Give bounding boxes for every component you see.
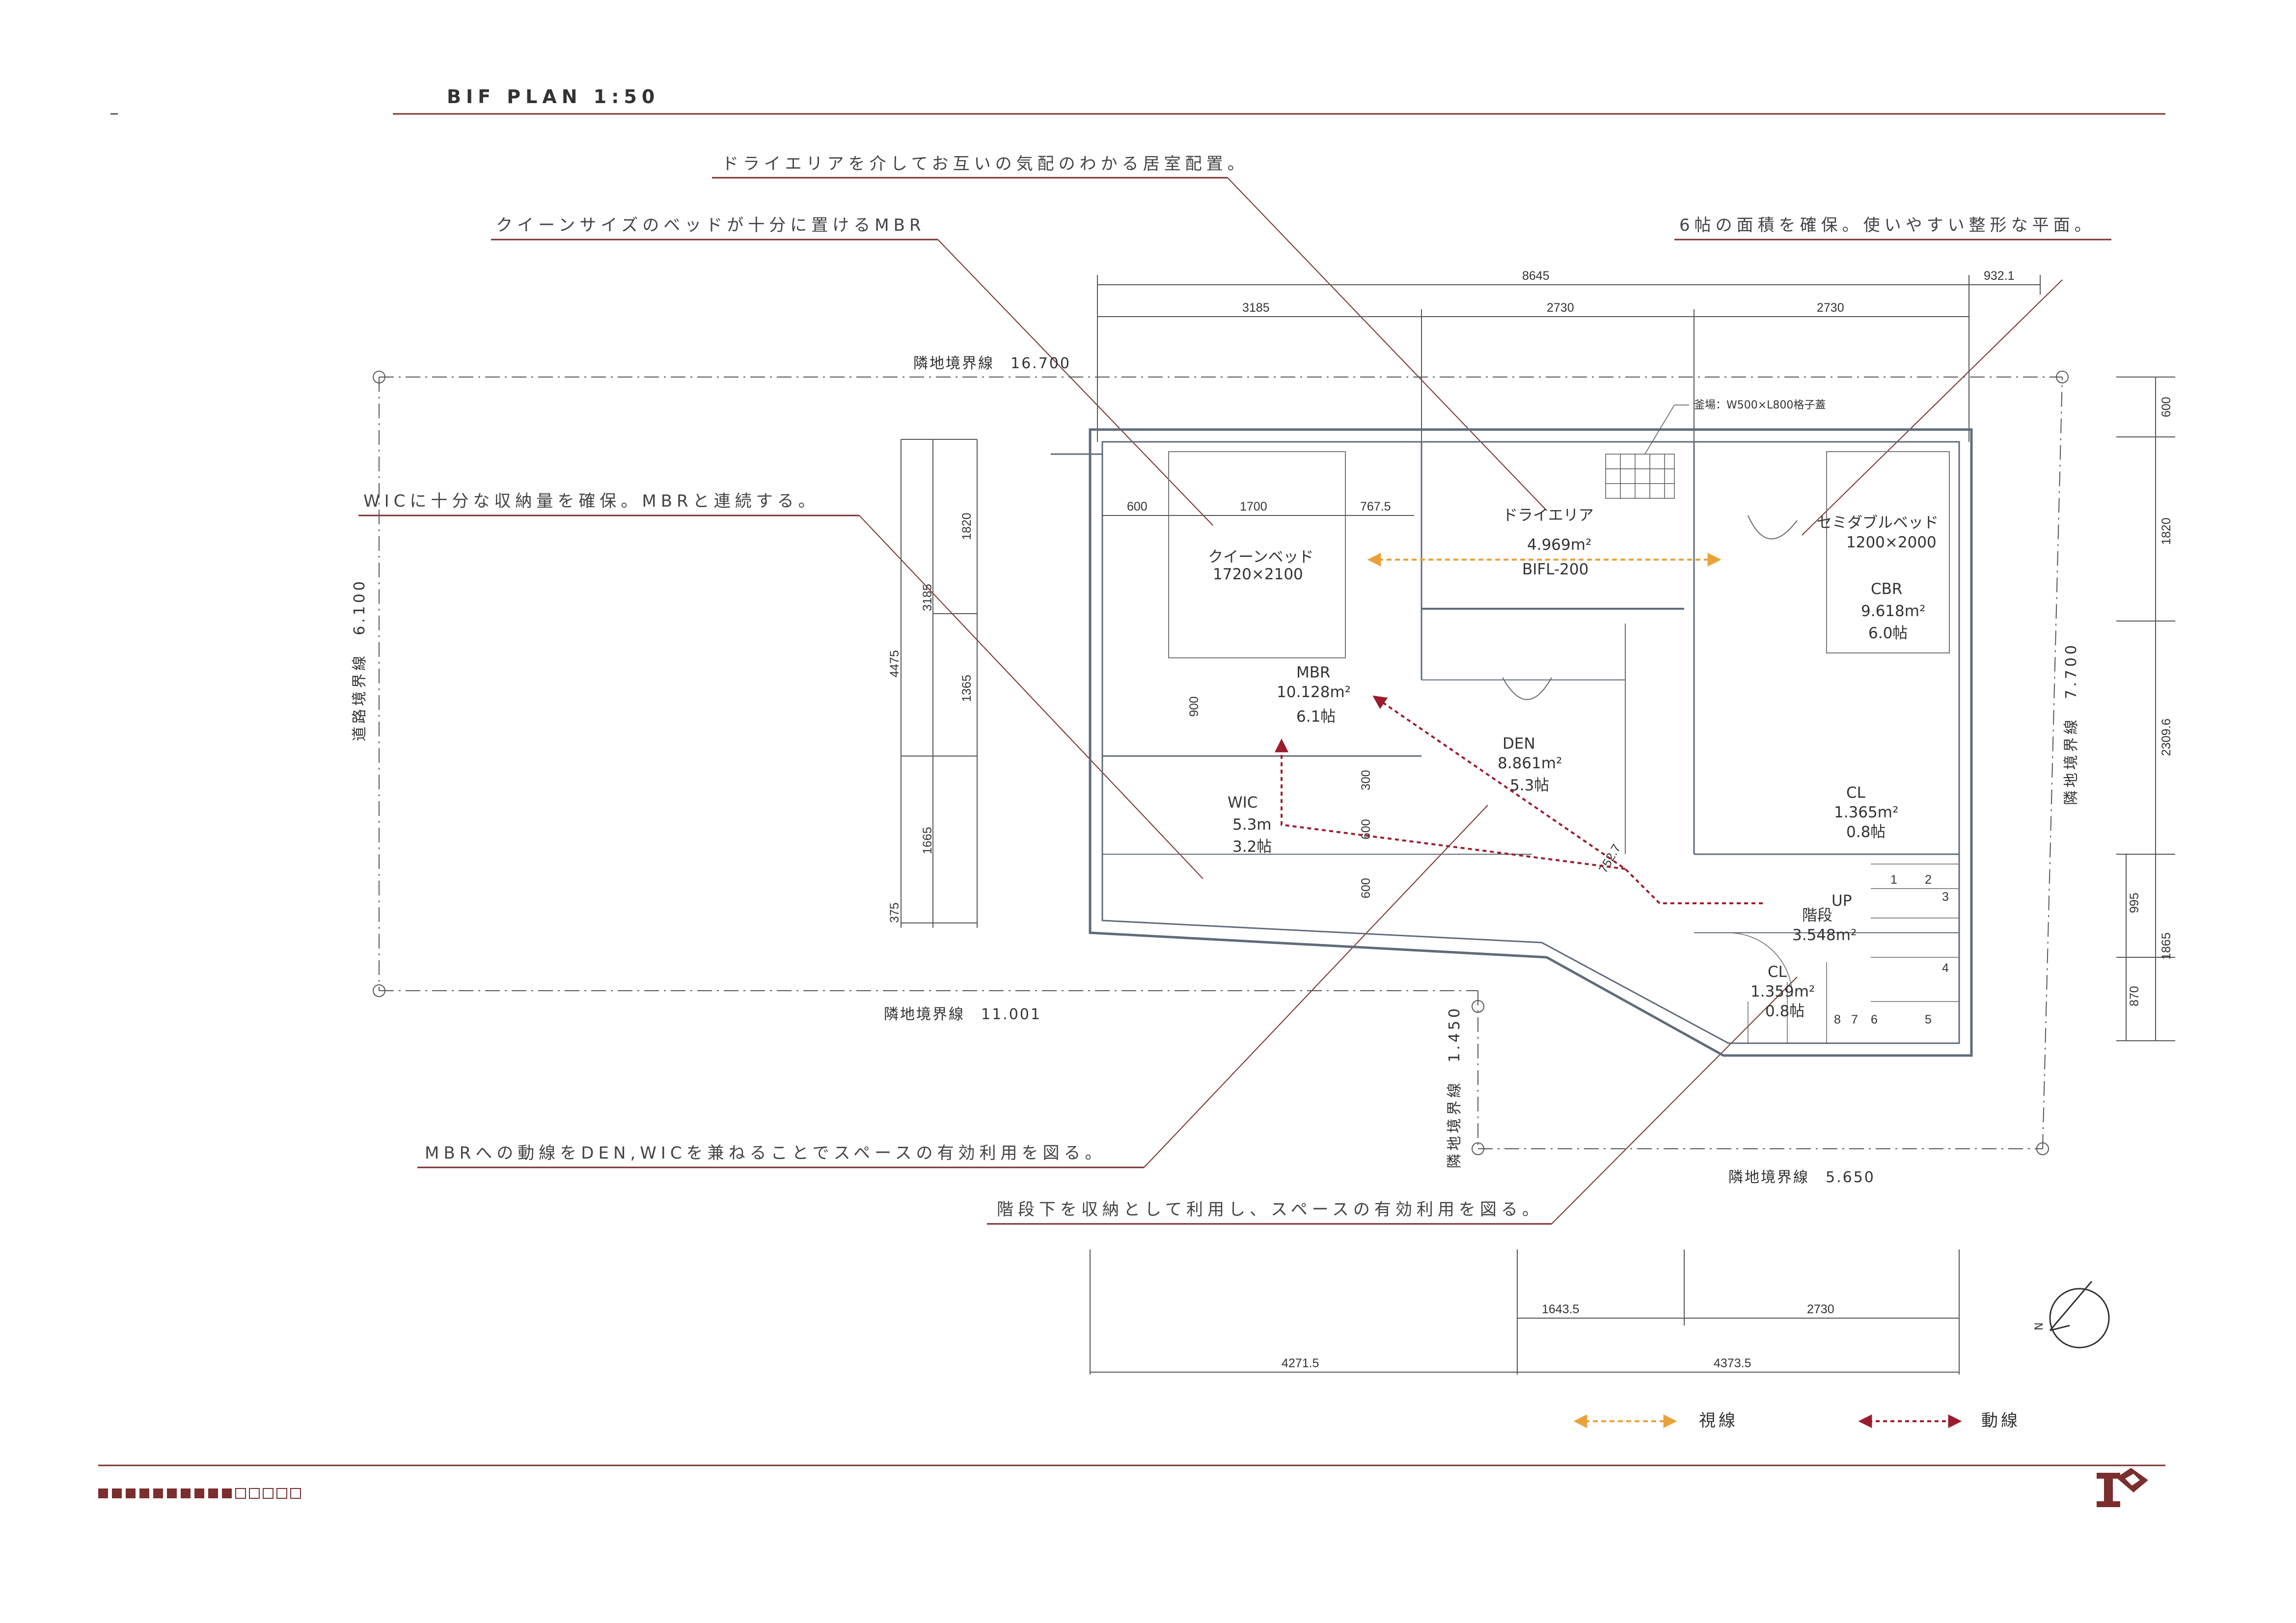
dim-right-2309: 2309.6 [2159, 719, 2173, 756]
left-dimensions [901, 439, 978, 928]
stair-treads [1728, 864, 1959, 1043]
room-cbr: CBR [1871, 580, 1902, 598]
north-label: N [2033, 1323, 2046, 1330]
legend-sight-label: 視線 [1699, 1411, 1738, 1431]
dim-right-600: 600 [2159, 397, 2173, 417]
note-circulation: MBRへの動線をDEN,WICを兼ねることでスペースの有効利用を図る。 [425, 1143, 1106, 1163]
room-mbr-area: 10.128m² [1277, 683, 1351, 701]
semi-double-bed-shape [1826, 451, 1950, 653]
legend-circulation-label: 動線 [1981, 1411, 2021, 1431]
stair-num: 6 [1871, 1013, 1878, 1027]
boundary-top: 隣地境界線 16.700 [913, 355, 1071, 372]
dim-top-1: 3185 [1242, 301, 1270, 315]
queen-bed-size: 1720×2100 [1213, 566, 1303, 583]
dim-left-1365: 1365 [960, 675, 974, 702]
stair-num: 8 [1834, 1013, 1841, 1027]
stair-num: 5 [1925, 1013, 1932, 1027]
room-den-area: 8.861m² [1498, 755, 1562, 772]
semi-double-bed-size: 1200×2000 [1846, 534, 1937, 551]
queen-bed-label: クイーンベッド [1208, 548, 1313, 566]
grating [1605, 405, 1689, 499]
bottom-dimensions [1090, 1249, 1960, 1375]
dim-in-900: 900 [1187, 696, 1201, 717]
room-cl-upper-tatami: 0.8帖 [1846, 823, 1886, 841]
stair-num: 4 [1942, 961, 1949, 975]
dim-right-1865: 1865 [2159, 932, 2173, 960]
cbr-chair [1748, 515, 1798, 540]
room-cl-lower-area: 1.359m² [1750, 983, 1815, 1001]
dim-left-1820: 1820 [960, 513, 974, 540]
dim-bot-4373: 4373.5 [1714, 1356, 1751, 1370]
boundary-markers [373, 371, 2069, 1155]
page-title: BIF PLAN 1:50 [447, 86, 659, 108]
stair-num: 7 [1851, 1013, 1858, 1027]
room-wic: WIC [1228, 794, 1257, 812]
dim-bot-1643: 1643.5 [1542, 1302, 1579, 1316]
page-indicator [98, 1488, 301, 1499]
den-chair [1502, 677, 1552, 700]
room-cbr-tatami: 6.0帖 [1868, 624, 1908, 642]
dim-in-600b: 600 [1359, 878, 1373, 898]
dim-top-total: 8645 [1522, 269, 1550, 283]
semi-double-bed-label: セミダブルベッド [1817, 514, 1939, 532]
dim-right-1820: 1820 [2159, 517, 2173, 545]
dim-in-300: 300 [1359, 770, 1373, 790]
room-cl-lower: CL [1768, 963, 1787, 981]
note-six-tatami: 6帖の面積を確保。使いやすい整形な平面。 [1679, 216, 2096, 235]
queen-bed-shape [1168, 451, 1346, 658]
room-den: DEN [1503, 735, 1535, 753]
dim-top-2: 2730 [1547, 301, 1574, 315]
dim-bed-767: 767.5 [1360, 500, 1391, 514]
right-dimensions [2116, 377, 2175, 1041]
note-wic: WICに十分な収納量を確保。MBRと連続する。 [363, 491, 820, 511]
dim-left-4475: 4475 [888, 650, 902, 677]
room-dry-area-level: BIFL-200 [1522, 561, 1588, 578]
room-mbr-tatami: 6.1帖 [1296, 708, 1336, 726]
room-stairs-area: 3.548m² [1792, 926, 1857, 944]
dim-left-375: 375 [888, 902, 902, 923]
room-stairs: 階段 [1802, 907, 1832, 924]
circulation-line-2 [1275, 738, 1626, 870]
dim-bed-600: 600 [1127, 500, 1148, 514]
circulation-line [1372, 695, 1763, 904]
north-arrow-icon [2049, 1281, 2110, 1349]
room-wic-tatami: 3.2帖 [1232, 838, 1272, 856]
dim-bed-1700: 1700 [1240, 500, 1267, 514]
room-mbr: MBR [1296, 664, 1331, 681]
dim-top-3: 2730 [1817, 301, 1844, 315]
room-wic-area: 5.3m [1232, 816, 1272, 834]
dim-bot-4271: 4271.5 [1282, 1356, 1319, 1370]
stair-num: 2 [1925, 873, 1932, 887]
boundary-lower-bottom: 隣地境界線 5.650 [1728, 1169, 1875, 1186]
dim-right-995: 995 [2128, 893, 2141, 913]
room-cbr-area: 9.618m² [1861, 602, 1925, 620]
boundary-road: 道路境界線 6.100 [351, 578, 368, 741]
top-dimensions [1097, 275, 2041, 442]
boundary-bottom: 隣地境界線 11.001 [884, 1006, 1041, 1023]
site-boundary [379, 377, 2063, 1149]
room-dry-area-area: 4.969m² [1527, 536, 1591, 554]
room-cl-lower-tatami: 0.8帖 [1765, 1002, 1804, 1020]
dim-left-3185: 3185 [921, 584, 934, 611]
room-dry-area: ドライエリア [1503, 507, 1594, 524]
dim-bot-2730: 2730 [1807, 1302, 1834, 1316]
building-walls [1051, 428, 1973, 1057]
company-logo [2097, 1468, 2148, 1507]
note-dry-area: ドライエリアを介してお互いの気配のわかる居室配置。 [722, 154, 1249, 174]
dim-top-extra: 932.1 [1984, 269, 2015, 283]
note-mbr-bed: クイーンサイズのベッドが十分に置けるMBR [496, 216, 926, 235]
dim-right-870: 870 [2128, 986, 2141, 1006]
room-cl-upper-area: 1.365m² [1834, 804, 1898, 821]
boundary-right: 隣地境界線 7.700 [2063, 642, 2080, 805]
stairs-up: UP [1831, 892, 1852, 910]
note-stairs: 階段下を収納として利用し、スペースの有効利用を図る。 [997, 1200, 1543, 1219]
boundary-lower-left: 隣地境界線 1.450 [1446, 1005, 1463, 1168]
stair-num: 3 [1942, 890, 1949, 904]
grating-label: 釜場：W500×L800格子蓋 [1694, 399, 1826, 411]
room-den-tatami: 5.3帖 [1510, 777, 1549, 794]
stair-num: 1 [1890, 873, 1897, 887]
room-cl-upper: CL [1846, 784, 1866, 802]
dim-left-1665: 1665 [921, 827, 934, 854]
